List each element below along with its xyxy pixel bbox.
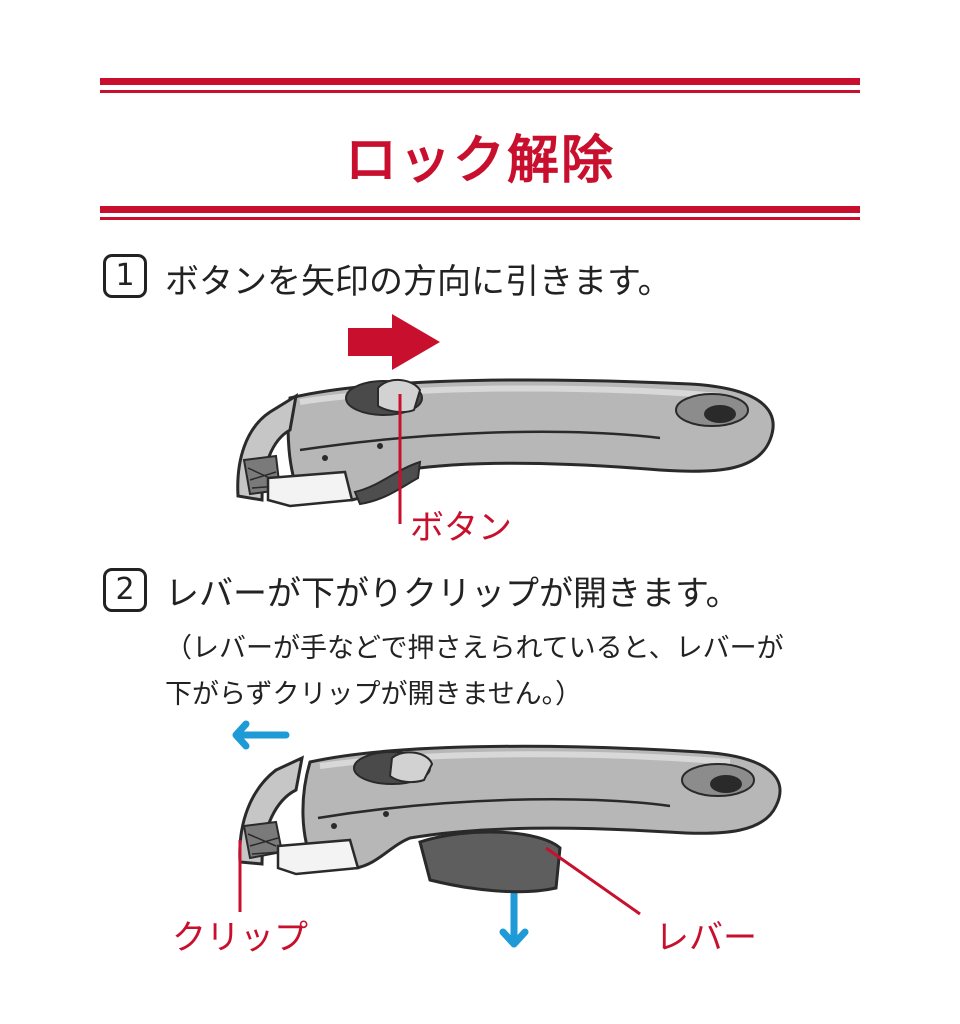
clip-open-arrow-left-icon: [232, 720, 290, 750]
clip-label: クリップ: [172, 918, 308, 958]
step-2-number: 2: [103, 568, 147, 612]
step-1-number: 1: [103, 254, 147, 298]
header-rule-top-thin: [100, 90, 860, 93]
lever-down-arrow-icon: [499, 890, 529, 948]
handle-figure-1: [236, 314, 775, 524]
step-2-note-line-1: （レバーが手などで押さえられていると、レバーが: [165, 633, 784, 664]
lock-button-2: [388, 751, 434, 784]
header-rule-bottom-thin: [100, 217, 860, 220]
handle-figure-2: [232, 720, 782, 948]
header-rule-bottom-thick: [100, 206, 860, 213]
step-1-text: ボタンを矢印の方向に引きます。: [165, 262, 672, 302]
lever-leader-line: [545, 846, 641, 916]
header-rule-top-thick: [100, 78, 860, 85]
lever-2: [418, 830, 562, 894]
pull-arrow-right-icon: [348, 314, 440, 370]
page-title: ロック解除: [344, 131, 615, 191]
step-2-note-line-2: 下がらずクリップが開きません。）: [165, 679, 583, 710]
lever-label: レバー: [655, 918, 757, 958]
step-2-text: レバーが下がりクリップが開きます。: [165, 574, 740, 614]
button-label: ボタン: [410, 508, 512, 548]
